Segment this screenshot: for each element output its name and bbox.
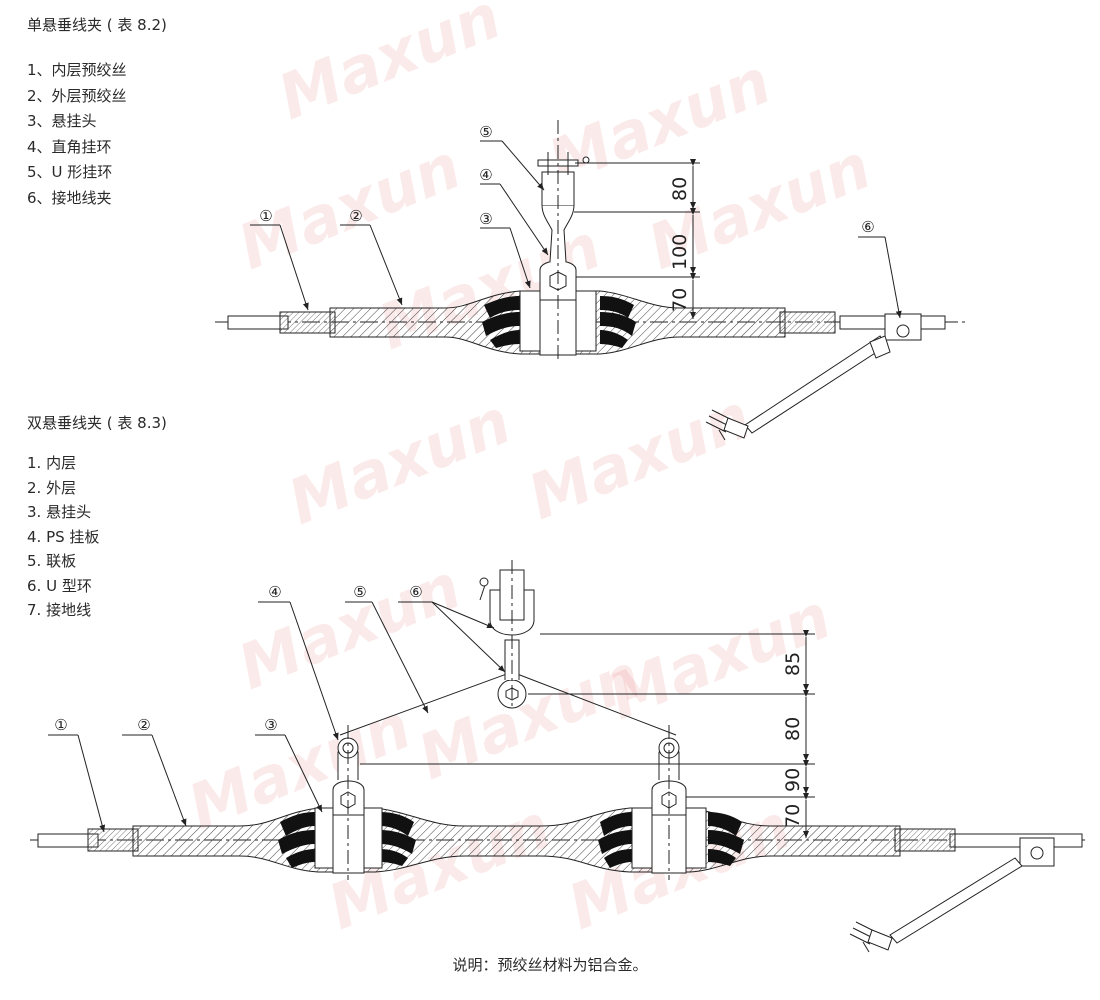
list-item: 5. 联板 (27, 552, 77, 570)
single-clamp-diagram (215, 120, 965, 441)
dimension-label: 100 (669, 234, 691, 270)
section1-parts-list: 1、内层预绞丝 2、外层预绞丝 3、悬挂头 4、直角挂环 5、U 形挂环 6、接… (27, 58, 127, 211)
callout-number: ③ (264, 716, 277, 734)
list-item: 6、接地线夹 (27, 188, 112, 207)
dimension-label: 90 (782, 768, 804, 792)
list-item: 4. PS 挂板 (27, 527, 100, 546)
callout-number: ⑥ (409, 583, 422, 601)
callout-number: ① (259, 207, 272, 225)
single-clamp-callouts: ① ② ③ ④ ⑤ ⑥ (259, 123, 874, 236)
dimension-label: 70 (782, 804, 804, 828)
list-item: 6. U 型环 (27, 576, 92, 595)
watermark: Maxun (408, 639, 650, 794)
double-clamp-dimensions: 85 80 90 70 (782, 652, 804, 828)
list-item: 4、直角挂环 (27, 137, 112, 156)
list-item: 3、悬挂头 (27, 112, 97, 130)
list-item: 2. 外层 (27, 478, 77, 497)
callout-number: ⑤ (479, 123, 492, 141)
watermark-group: Maxun Maxun Maxun Maxun Maxun Maxun Maxu… (178, 0, 880, 944)
callout-number: ⑤ (353, 583, 366, 601)
list-item: 7. 接地线 (27, 601, 92, 619)
section2-parts-list: 1. 内层 2. 外层 3. 悬挂头 4. PS 挂板 5. 联板 6. U 型… (27, 451, 99, 623)
double-clamp-callouts: ① ② ③ ④ ⑤ ⑥ (54, 583, 422, 734)
watermark: Maxun (228, 549, 470, 704)
callout-number: ④ (479, 166, 492, 184)
watermark: Maxun (278, 384, 520, 539)
dimension-label: 80 (782, 717, 804, 741)
list-item: 5、U 形挂环 (27, 163, 113, 181)
double-clamp-diagram (30, 560, 1085, 953)
callout-number: ② (349, 207, 362, 225)
dimension-label: 70 (669, 288, 691, 312)
callout-number: ① (54, 716, 67, 734)
callout-number: ⑥ (861, 218, 874, 236)
single-clamp-dimensions: 80 100 70 (669, 177, 691, 312)
material-note: 说明：预绞丝材料为铝合金。 (452, 956, 648, 974)
watermark: Maxun (268, 0, 510, 134)
list-item: 3. 悬挂头 (27, 503, 92, 521)
watermark: Maxun (518, 379, 760, 534)
list-item: 1、内层预绞丝 (27, 61, 127, 79)
callout-number: ② (137, 716, 150, 734)
list-item: 2、外层预绞丝 (27, 86, 127, 105)
callout-number: ④ (268, 583, 281, 601)
dimension-label: 85 (782, 652, 804, 676)
callout-number: ③ (479, 210, 492, 228)
list-item: 1. 内层 (27, 454, 77, 472)
dimension-label: 80 (669, 177, 691, 201)
section1-title: 单悬垂线夹 ( 表 8.2) (27, 16, 167, 34)
section2-title: 双悬垂线夹 ( 表 8.3) (27, 414, 167, 432)
